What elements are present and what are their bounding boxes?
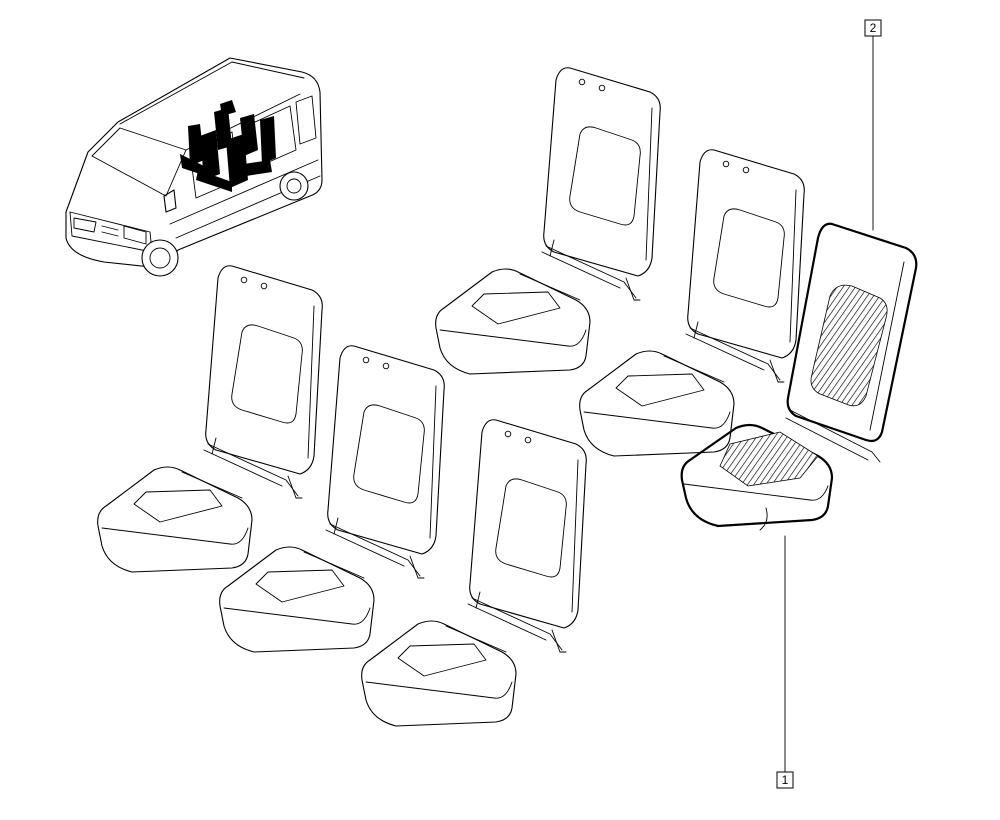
callout-part-1: 1 [776,535,794,789]
seat-rear-left [97,265,323,573]
callout-part-2: 2 [864,19,882,231]
highlighted-seat-icon [680,222,918,531]
callout-label-1: 1 [782,773,789,787]
seat-middle-left [435,67,661,375]
van-illustration [65,57,323,277]
van-seats-highlight-icon [180,100,276,192]
callout-label-2: 2 [870,21,877,35]
